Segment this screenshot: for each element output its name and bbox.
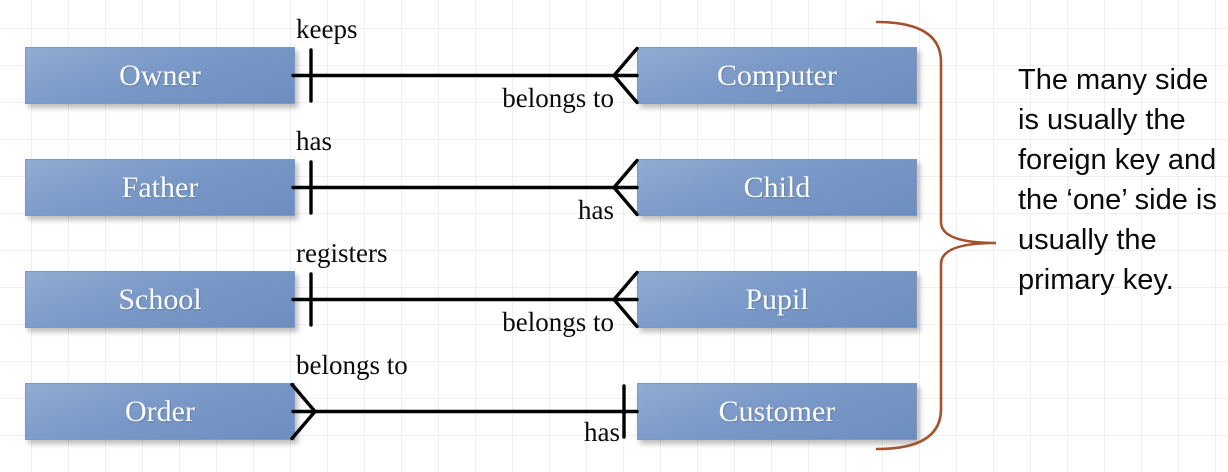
relationship-label-right: belongs to — [502, 307, 614, 337]
entity-box-customer: Customer — [637, 383, 917, 440]
entity-box-pupil: Pupil — [637, 271, 917, 328]
entity-label: Customer — [718, 394, 836, 428]
entity-box-computer: Computer — [637, 47, 917, 104]
relationship-label-left: has — [296, 126, 332, 156]
entity-label: Order — [125, 394, 195, 428]
relationship-label-left: registers — [296, 238, 388, 268]
relationship-label-left: belongs to — [296, 350, 408, 380]
entity-label: School — [118, 282, 202, 316]
relationship-label-right: belongs to — [502, 83, 614, 113]
entity-box-father: Father — [25, 159, 295, 216]
relationship-label-right: has — [584, 417, 620, 447]
relationship-label-right: has — [578, 195, 614, 225]
entity-label: Father — [121, 170, 199, 204]
cardinality-many-crowfoot-icon — [611, 270, 639, 329]
cardinality-many-crowfoot-icon — [290, 382, 318, 441]
cardinality-many-crowfoot-icon — [611, 46, 639, 105]
entity-box-child: Child — [637, 159, 917, 216]
entity-label: Owner — [119, 58, 201, 92]
entity-box-owner: Owner — [25, 47, 295, 104]
relationship-label-left: keeps — [296, 14, 358, 44]
entity-label: Pupil — [745, 282, 809, 316]
entity-label: Child — [743, 170, 811, 204]
annotation-text: The many side is usually the foreign key… — [1018, 64, 1217, 296]
entity-box-school: School — [25, 271, 295, 328]
entity-label: Computer — [717, 58, 837, 92]
entity-box-order: Order — [25, 383, 295, 440]
cardinality-many-crowfoot-icon — [611, 158, 639, 217]
